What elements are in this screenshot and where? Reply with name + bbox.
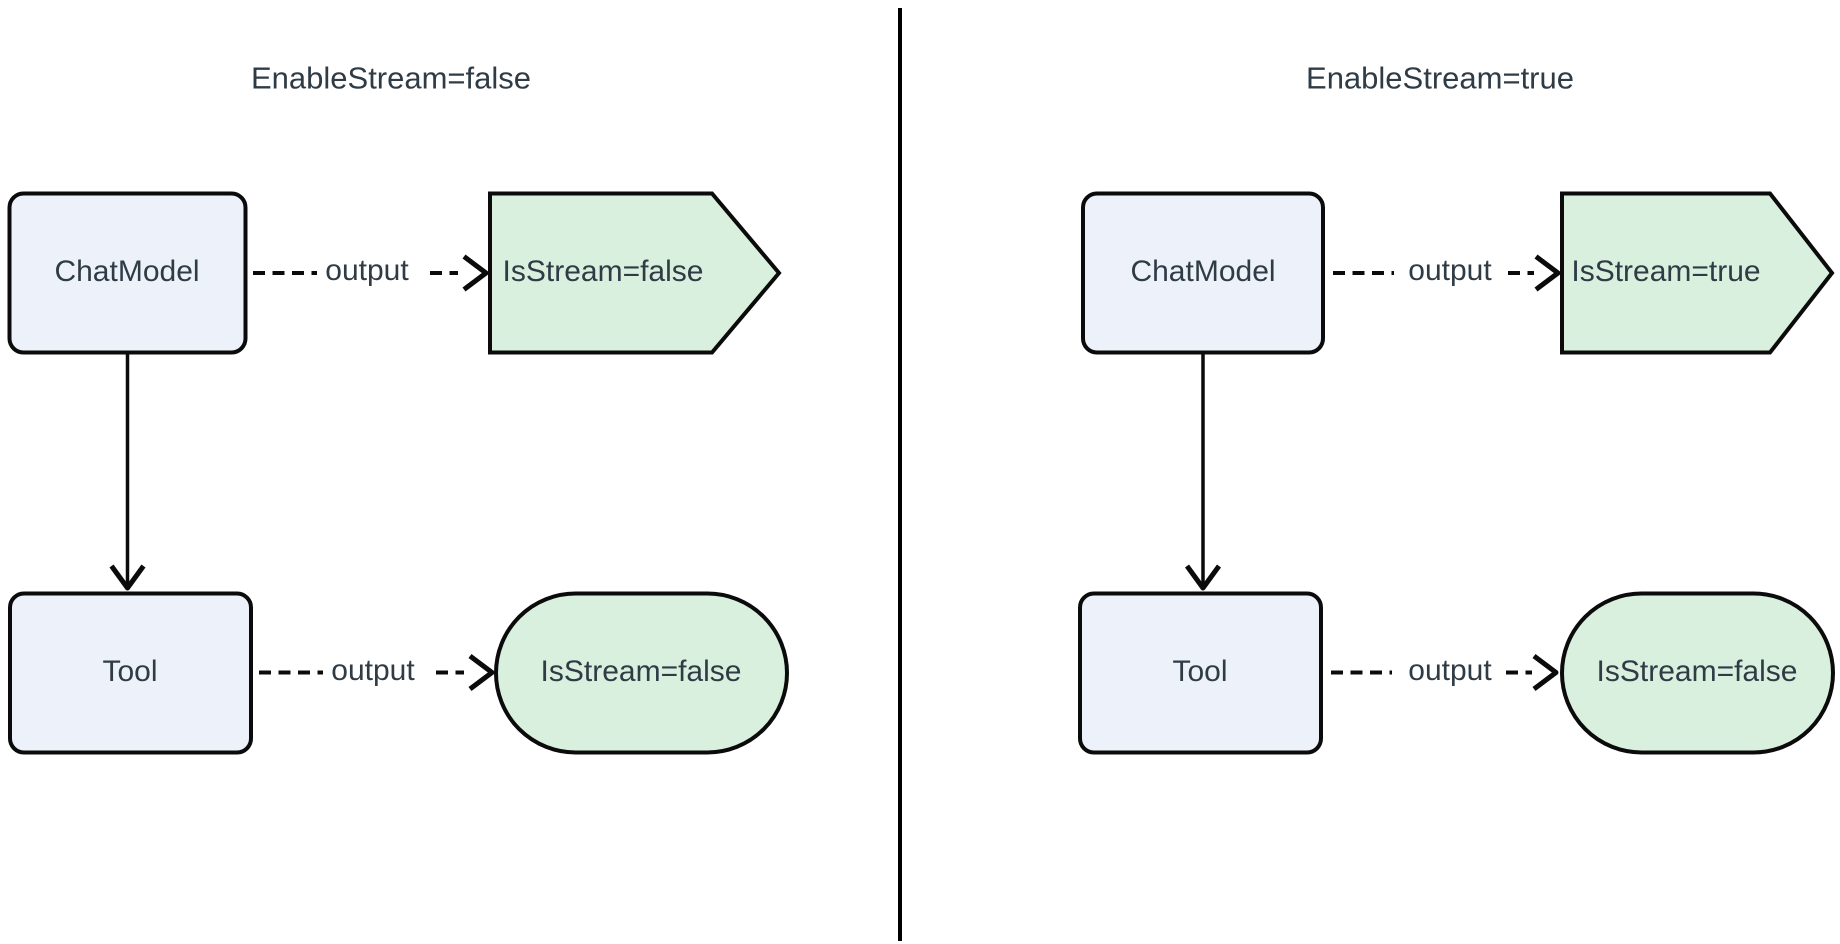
chatmodel-node-left (7, 191, 248, 355)
tool-node-right (1078, 591, 1323, 755)
tool-edge-label-left: output (331, 654, 415, 687)
panel-title-left: EnableStream=false (250, 60, 532, 96)
chat-output-arrowhead-right-icon (1534, 254, 1561, 292)
chatmodel-node-right (1081, 191, 1325, 355)
chatmodel-to-tool-arrowhead-right-icon (1184, 564, 1222, 591)
tool-node-left (8, 591, 253, 755)
chatmodel-to-tool-arrowhead-left-icon (109, 564, 146, 591)
tool-result-stadium-right (1560, 591, 1835, 755)
chat-result-pentagon-right (1560, 191, 1835, 355)
tool-output-arrowhead-right-icon (1532, 654, 1559, 691)
panel-title-right: EnableStream=true (1306, 60, 1574, 96)
tool-result-stadium-left (494, 591, 789, 755)
tool-label-right: Tool (1172, 655, 1228, 688)
tool-label-left: Tool (102, 655, 158, 688)
chat-edge-label-left: output (325, 254, 409, 287)
chat-result-label-left: IsStream=false (502, 255, 704, 288)
tool-edge-label-right: output (1408, 654, 1492, 687)
tool-result-label-left: IsStream=false (540, 655, 742, 688)
tool-output-arrowhead-left-icon (468, 654, 495, 691)
tool-result-label-right: IsStream=false (1596, 655, 1798, 688)
chat-result-pentagon-left (488, 191, 782, 355)
chatmodel-label-right: ChatModel (1130, 255, 1276, 288)
chat-result-label-right: IsStream=true (1571, 255, 1761, 288)
chat-output-arrowhead-left-icon (462, 254, 489, 292)
chatmodel-label-left: ChatModel (54, 255, 200, 288)
chat-edge-label-right: output (1408, 254, 1492, 287)
